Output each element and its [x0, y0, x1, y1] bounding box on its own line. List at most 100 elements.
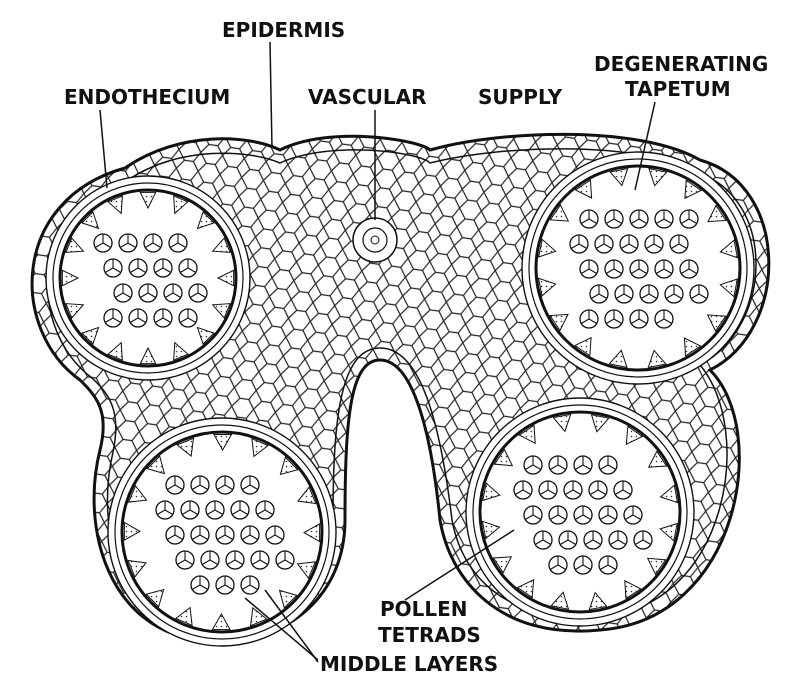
pollen-tetrad: [154, 309, 172, 327]
pollen-tetrad: [154, 259, 172, 277]
pollen-tetrad: [580, 310, 598, 328]
pollen-tetrad: [241, 576, 259, 594]
pollen-tetrad: [549, 506, 567, 524]
pollen-tetrad: [630, 210, 648, 228]
pollen-tetrad: [119, 234, 137, 252]
pollen-tetrad: [166, 526, 184, 544]
pollen-tetrad: [104, 259, 122, 277]
pollen-tetrad: [645, 235, 663, 253]
label-middle-layers: MIDDLE LAYERS: [320, 652, 498, 676]
pollen-tetrad: [605, 210, 623, 228]
pollen-tetrad: [640, 285, 658, 303]
pollen-tetrad: [574, 506, 592, 524]
pollen-tetrad: [539, 481, 557, 499]
label-supply: SUPPLY: [478, 85, 563, 109]
label-tetrads: TETRADS: [378, 623, 481, 647]
pollen-tetrad: [176, 551, 194, 569]
pollen-tetrad: [670, 235, 688, 253]
pollen-tetrad: [599, 456, 617, 474]
pollen-tetrad: [216, 576, 234, 594]
pollen-tetrad: [574, 456, 592, 474]
pollen-tetrad: [251, 551, 269, 569]
pollen-tetrad: [226, 551, 244, 569]
pollen-tetrad: [191, 476, 209, 494]
pollen-tetrad: [559, 531, 577, 549]
pollen-tetrad: [206, 501, 224, 519]
endothecium-wall: [60, 190, 236, 366]
pollen-tetrad: [169, 234, 187, 252]
pollen-tetrad: [620, 235, 638, 253]
pollen-tetrad: [181, 501, 199, 519]
pollen-tetrad: [655, 310, 673, 328]
pollen-tetrad: [164, 284, 182, 302]
leader-epidermis: [270, 42, 272, 148]
pollen-tetrad: [241, 526, 259, 544]
pollen-tetrad: [191, 576, 209, 594]
pollen-tetrad: [655, 210, 673, 228]
pollen-tetrad: [614, 481, 632, 499]
label-endothecium: ENDOTHECIUM: [64, 85, 230, 109]
pollen-tetrad: [514, 481, 532, 499]
pollen-tetrad: [256, 501, 274, 519]
pollen-tetrad: [655, 260, 673, 278]
pollen-tetrad: [524, 506, 542, 524]
pollen-tetrad: [166, 476, 184, 494]
pollen-tetrad: [584, 531, 602, 549]
pollen-tetrad: [231, 501, 249, 519]
pollen-tetrad: [574, 556, 592, 574]
pollen-tetrad: [266, 526, 284, 544]
pollen-sac: [46, 176, 250, 380]
pollen-tetrad: [216, 476, 234, 494]
pollen-tetrad: [589, 481, 607, 499]
pollen-tetrad: [139, 284, 157, 302]
pollen-tetrad: [114, 284, 132, 302]
pollen-tetrad: [680, 260, 698, 278]
pollen-tetrad: [605, 260, 623, 278]
pollen-tetrad: [609, 531, 627, 549]
pollen-tetrad: [599, 506, 617, 524]
pollen-tetrad: [201, 551, 219, 569]
pollen-tetrad: [595, 235, 613, 253]
pollen-tetrad: [580, 260, 598, 278]
pollen-tetrad: [129, 309, 147, 327]
pollen-tetrad: [665, 285, 683, 303]
pollen-tetrad: [216, 526, 234, 544]
pollen-tetrad: [179, 259, 197, 277]
label-vascular: VASCULAR: [308, 85, 427, 109]
pollen-tetrad: [191, 526, 209, 544]
pollen-sac: [522, 152, 754, 384]
pollen-tetrad: [564, 481, 582, 499]
pollen-tetrad: [549, 556, 567, 574]
label-pollen: POLLEN: [380, 597, 468, 621]
pollen-tetrad: [580, 210, 598, 228]
pollen-tetrad: [634, 531, 652, 549]
pollen-tetrad: [189, 284, 207, 302]
pollen-tetrad: [630, 260, 648, 278]
pollen-tetrad: [179, 309, 197, 327]
vascular-bundle: [353, 218, 397, 262]
pollen-tetrad: [524, 456, 542, 474]
pollen-tetrad: [690, 285, 708, 303]
pollen-tetrad: [94, 234, 112, 252]
pollen-sac: [108, 418, 336, 646]
pollen-tetrad: [241, 476, 259, 494]
pollen-tetrad: [104, 309, 122, 327]
pollen-tetrad: [624, 506, 642, 524]
label-degenerating: DEGENERATING: [594, 52, 768, 76]
pollen-tetrad: [590, 285, 608, 303]
pollen-sac: [466, 398, 694, 626]
pollen-tetrad: [534, 531, 552, 549]
label-epidermis: EPIDERMIS: [222, 18, 345, 42]
pollen-tetrad: [680, 210, 698, 228]
pollen-tetrad: [599, 556, 617, 574]
pollen-tetrad: [144, 234, 162, 252]
pollen-tetrad: [129, 259, 147, 277]
label-tapetum: TAPETUM: [625, 77, 731, 101]
pollen-tetrad: [549, 456, 567, 474]
pollen-tetrad: [570, 235, 588, 253]
pollen-tetrad: [276, 551, 294, 569]
pollen-tetrad: [156, 501, 174, 519]
pollen-tetrad: [630, 310, 648, 328]
pollen-tetrad: [605, 310, 623, 328]
